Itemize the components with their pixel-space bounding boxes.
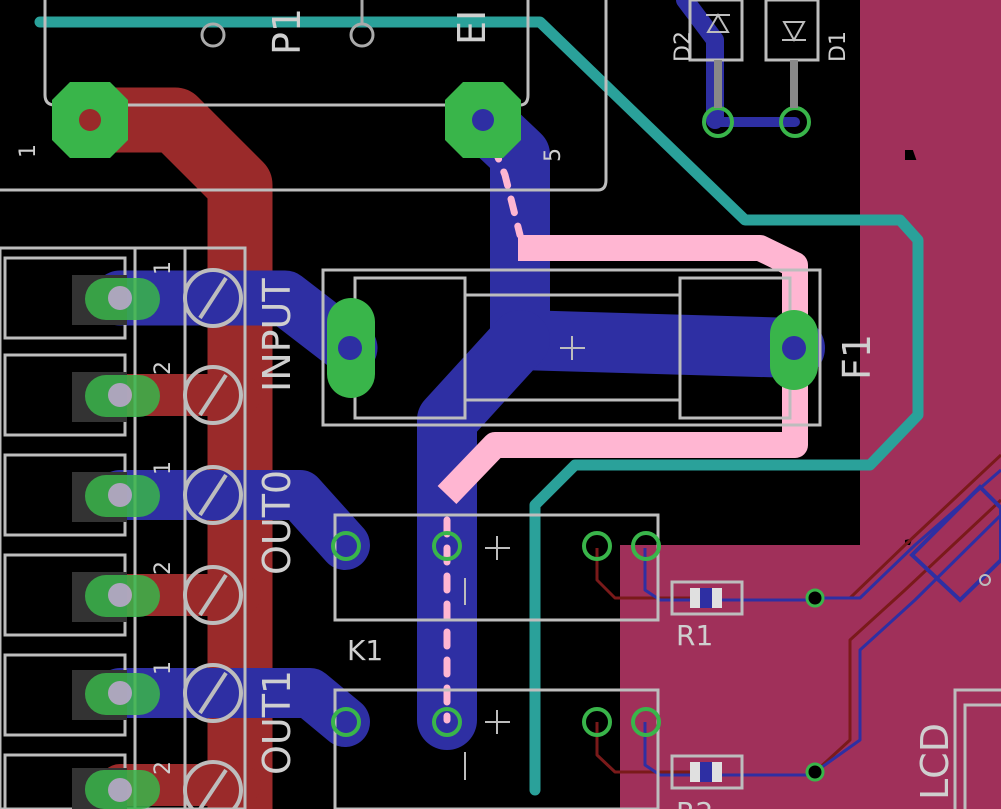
- ic-outline: [909, 484, 1001, 603]
- label-ei: EI: [450, 10, 494, 45]
- pad-k2-3: [582, 707, 612, 737]
- pad-k2-4: [631, 707, 661, 737]
- pad-k1-4: [631, 531, 661, 561]
- pad-k2-2: [432, 707, 462, 737]
- pad-k1-2: [432, 531, 462, 561]
- silk-plus-marks: [464, 336, 585, 780]
- resistor-bodies: [690, 588, 722, 782]
- terminal-screws: [183, 268, 243, 809]
- highlight-route: [437, 235, 808, 505]
- pad-k2-1: [331, 707, 361, 737]
- label-k1: K1: [347, 634, 383, 667]
- label-input: INPUT: [255, 278, 299, 392]
- label-term-1b: 1: [151, 461, 176, 475]
- label-term-2c: 2: [151, 761, 176, 775]
- label-f1: F1: [835, 334, 879, 380]
- diode-symbols: [706, 13, 806, 108]
- signal-traces: [595, 453, 1001, 777]
- label-pin5: 5: [541, 148, 566, 162]
- label-term-1a: 1: [151, 261, 176, 275]
- label-term-1c: 1: [151, 661, 176, 675]
- label-out1: OUT1: [255, 670, 299, 775]
- label-lcd: LCD: [913, 723, 957, 800]
- pad-k1-1: [331, 531, 361, 561]
- label-d2: D2: [671, 31, 696, 62]
- teal-route: [34, 16, 924, 796]
- label-p1: P1: [265, 8, 309, 55]
- label-r2: R2: [676, 796, 713, 809]
- label-pin1: 1: [16, 144, 41, 158]
- label-term-2a: 2: [151, 361, 176, 375]
- label-term-2b: 2: [151, 561, 176, 575]
- label-r1: R1: [676, 619, 713, 652]
- label-out0: OUT0: [255, 470, 299, 575]
- pad-k1-3: [582, 531, 612, 561]
- label-d1: D1: [826, 31, 851, 62]
